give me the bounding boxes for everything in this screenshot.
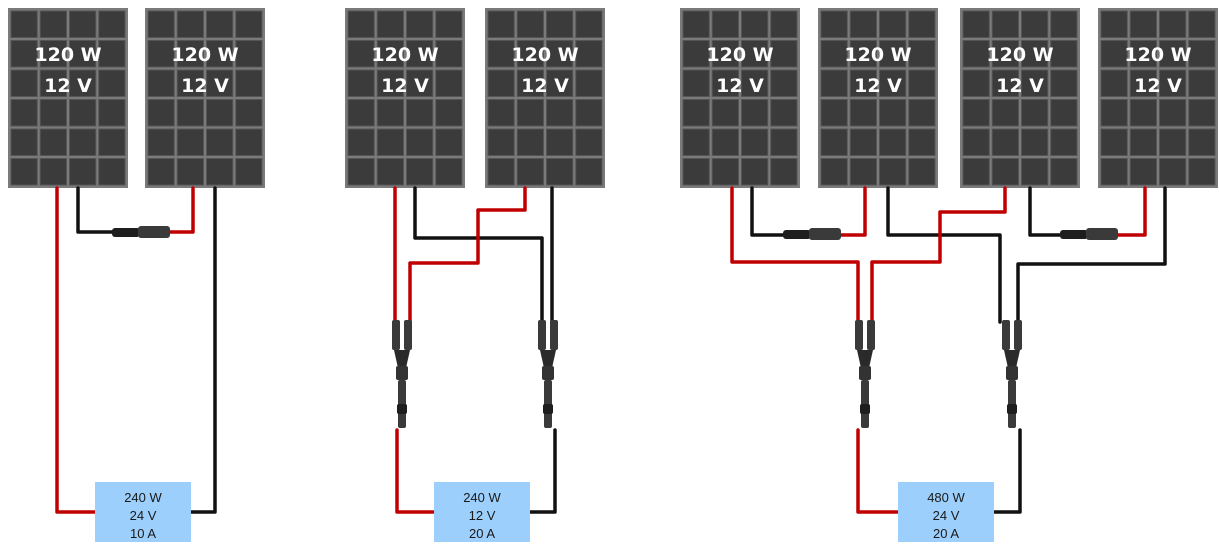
output-watts: 240 W xyxy=(124,490,162,505)
positive-wire xyxy=(55,186,97,514)
panel-volts: 12 V xyxy=(181,75,229,97)
output-amps: 20 A xyxy=(933,526,959,541)
panel-watts: 120 W xyxy=(34,44,101,66)
positive-wire xyxy=(408,186,527,324)
output-box: 240 W 12 V 20 A xyxy=(434,482,530,542)
panel-watts: 120 W xyxy=(706,44,773,66)
output-watts: 240 W xyxy=(463,490,501,505)
panel-volts: 12 V xyxy=(521,75,569,97)
output-watts: 480 W xyxy=(927,490,965,505)
panel-volts: 12 V xyxy=(854,75,902,97)
positive-wire xyxy=(856,428,900,514)
positive-wire xyxy=(1115,186,1147,237)
negative-wire xyxy=(76,186,120,234)
positive-wire xyxy=(166,186,195,234)
panel-volts: 12 V xyxy=(716,75,764,97)
negative-wire xyxy=(750,186,787,237)
solar-panel: 120 W 12 V xyxy=(8,8,128,188)
negative-wire xyxy=(886,186,1002,324)
output-box: 480 W 24 V 20 A xyxy=(898,482,994,542)
panel-volts: 12 V xyxy=(996,75,1044,97)
panel-watts: 120 W xyxy=(986,44,1053,66)
negative-wire xyxy=(189,186,217,514)
output-volts: 12 V xyxy=(469,508,496,523)
panel-watts: 120 W xyxy=(1124,44,1191,66)
solar-panel: 120 W 12 V xyxy=(680,8,800,188)
solar-panel: 120 W 12 V xyxy=(145,8,265,188)
negative-wire xyxy=(528,428,557,514)
panel-volts: 12 V xyxy=(381,75,429,97)
output-volts: 24 V xyxy=(130,508,157,523)
mc4-connector xyxy=(1060,228,1118,240)
negative-wire xyxy=(1028,186,1064,237)
positive-wire xyxy=(730,186,860,324)
mc4-connector xyxy=(783,228,841,240)
solar-panel: 120 W 12 V xyxy=(485,8,605,188)
negative-wire xyxy=(1016,186,1167,324)
y-branch-connector xyxy=(855,320,875,428)
positive-wire xyxy=(870,186,1007,324)
panel-watts: 120 W xyxy=(844,44,911,66)
solar-panel: 120 W 12 V xyxy=(1098,8,1218,188)
solar-panel: 120 W 12 V xyxy=(818,8,938,188)
output-box: 240 W 24 V 10 A xyxy=(95,482,191,542)
negative-wire xyxy=(992,428,1022,514)
output-amps: 10 A xyxy=(130,526,156,541)
output-volts: 24 V xyxy=(933,508,960,523)
panel-watts: 120 W xyxy=(371,44,438,66)
y-branch-connector xyxy=(538,320,558,428)
positive-wire xyxy=(395,428,436,514)
positive-wire xyxy=(836,186,867,237)
panel-watts: 120 W xyxy=(171,44,238,66)
solar-panel: 120 W 12 V xyxy=(960,8,1080,188)
solar-panel: 120 W 12 V xyxy=(345,8,465,188)
mc4-connector xyxy=(112,226,170,238)
output-amps: 20 A xyxy=(469,526,495,541)
panel-watts: 120 W xyxy=(511,44,578,66)
panel-volts: 12 V xyxy=(44,75,92,97)
panel-volts: 12 V xyxy=(1134,75,1182,97)
y-branch-connector xyxy=(392,320,412,428)
y-branch-connector xyxy=(1002,320,1022,428)
